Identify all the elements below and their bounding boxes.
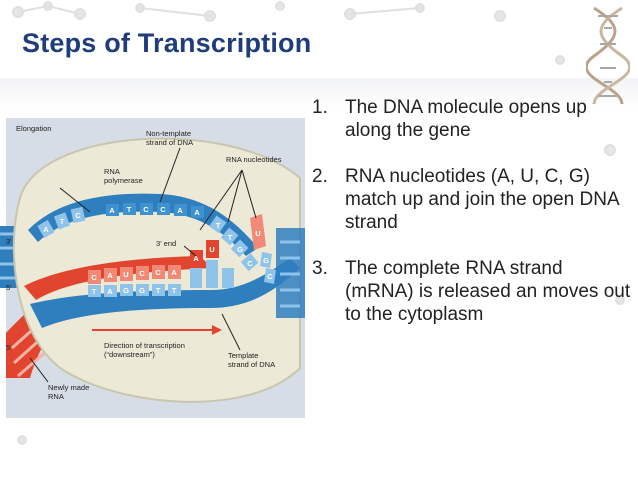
base-rna-1: A xyxy=(107,271,113,280)
step-number: 3. xyxy=(312,258,328,279)
free-nucleotide-2: C xyxy=(267,272,273,281)
base-rna-4: C xyxy=(155,268,161,277)
non-template-bases xyxy=(37,203,259,272)
header-band xyxy=(0,78,638,108)
base-top-left-2: C xyxy=(75,211,81,220)
label-rna-nucleotides: RNA nucleotides xyxy=(226,155,282,164)
base-template-3: G xyxy=(139,286,145,295)
base-top-0: A xyxy=(109,206,115,215)
free-nucleotide-1: G xyxy=(263,256,269,265)
label-template-1: Template xyxy=(228,351,258,360)
step-item: 2. RNA nucleotides (A, U, C, G) match up… xyxy=(312,165,632,234)
step-item: 1. The DNA molecule opens up along the g… xyxy=(312,96,632,142)
base-rna-extra-1: U xyxy=(209,245,214,254)
label-three-end: 3’ end xyxy=(156,239,176,248)
transcription-diagram: A T C A T C C A A T T G C C A U C C A A … xyxy=(0,124,305,403)
template-bases xyxy=(88,260,234,297)
base-top-left-0: A xyxy=(43,225,49,234)
label-non-template-1: Non-template xyxy=(146,129,191,138)
base-top-right-1: T xyxy=(228,233,233,242)
base-top-5: A xyxy=(194,208,200,217)
base-rna-extra-0: A xyxy=(193,254,199,263)
label-rna-polymerase-2: polymerase xyxy=(104,176,143,185)
steps-list: 1. The DNA molecule opens up along the g… xyxy=(312,96,632,349)
label-newly-made-2: RNA xyxy=(48,392,64,401)
base-rna-2: U xyxy=(123,270,128,279)
base-template-0: T xyxy=(92,287,97,296)
label-direction-2: (“downstream”) xyxy=(104,350,155,359)
step-text: The DNA molecule opens up along the gene xyxy=(345,97,587,141)
label-elongation: Elongation xyxy=(16,124,51,133)
base-rna-5: A xyxy=(171,268,177,277)
label-direction-1: Direction of transcription xyxy=(104,341,185,350)
direction-arrowhead xyxy=(212,325,222,335)
base-top-2: C xyxy=(143,205,149,214)
label-template-2: strand of DNA xyxy=(228,360,275,369)
base-top-4: A xyxy=(177,206,183,215)
base-top-3: C xyxy=(160,205,166,214)
base-rna-3: C xyxy=(139,269,145,278)
base-top-right-2: G xyxy=(237,245,243,254)
base-template-5: T xyxy=(172,286,177,295)
step-text: RNA nucleotides (A, U, C, G) match up an… xyxy=(345,166,619,233)
dna-helix-icon xyxy=(586,6,630,105)
step-number: 2. xyxy=(312,166,328,187)
base-top-right-0: T xyxy=(216,221,221,230)
base-rna-0: C xyxy=(91,273,97,282)
base-template-4: T xyxy=(156,286,161,295)
label-3-prime: 3' xyxy=(6,237,12,246)
base-top-left-1: T xyxy=(60,217,65,226)
label-5-prime-a: 5' xyxy=(6,283,12,292)
label-non-template-2: strand of DNA xyxy=(146,138,193,147)
step-item: 3. The complete RNA strand (mRNA) is rel… xyxy=(312,257,632,326)
base-top-right-3: C xyxy=(247,259,253,268)
free-rna-nucleotides xyxy=(250,214,276,284)
base-template-1: A xyxy=(107,287,113,296)
slide-title: Steps of Transcription xyxy=(22,28,312,58)
step-number: 1. xyxy=(312,97,328,118)
label-newly-made-1: Newly made xyxy=(48,383,89,392)
base-top-1: T xyxy=(127,205,132,214)
label-5-prime-b: 5' xyxy=(6,343,12,352)
step-text: The complete RNA strand (mRNA) is releas… xyxy=(345,258,631,325)
base-template-2: G xyxy=(123,286,129,295)
label-rna-polymerase-1: RNA xyxy=(104,167,120,176)
free-nucleotide-0: U xyxy=(255,229,260,238)
